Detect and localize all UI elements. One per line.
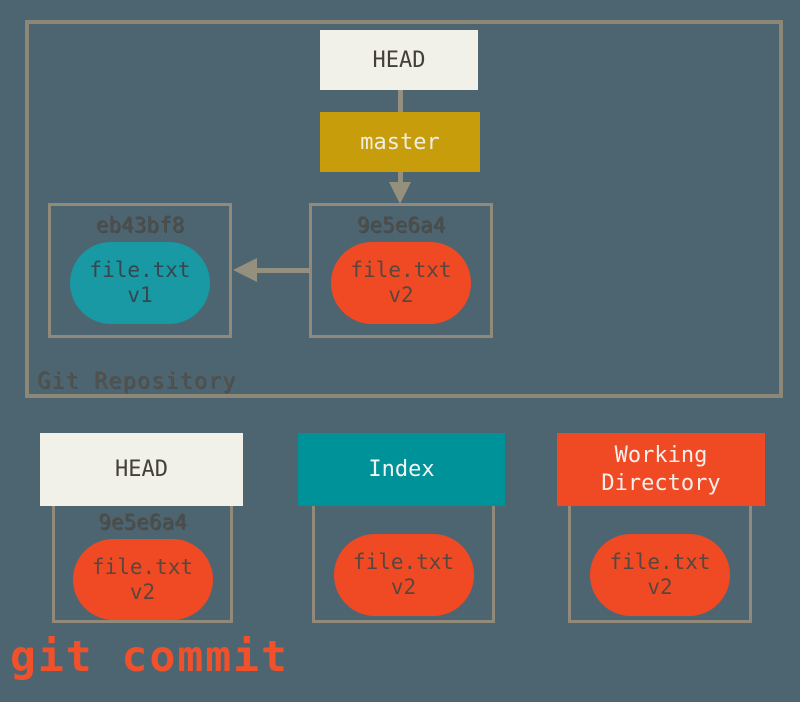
file-version: v2: [647, 575, 673, 599]
working-directory-header: Working Directory: [557, 433, 765, 506]
commit-hash: 9e5e6a4: [356, 213, 446, 237]
file-version: v2: [388, 283, 414, 307]
head-pointer-box: HEAD: [320, 30, 478, 90]
commit-hash: eb43bf8: [95, 213, 185, 237]
head-pointer-label: HEAD: [372, 47, 426, 73]
file-version: v1: [127, 283, 153, 307]
index-area-snapshot-box: file.txt v2: [312, 503, 495, 623]
commit-box-9e5e6a4: 9e5e6a4 file.txt v2: [309, 203, 493, 338]
git-repository-container: Git Repository: [25, 20, 783, 398]
file-blob-v1: file.txt v1: [70, 242, 210, 324]
file-version: v2: [390, 575, 417, 599]
index-area-header: Index: [298, 433, 505, 506]
working-directory-label: Working Directory: [601, 443, 721, 496]
commit-hash: 9e5e6a4: [98, 510, 187, 534]
git-repository-label: Git Repository: [37, 369, 237, 394]
head-area-label: HEAD: [115, 457, 168, 482]
arrow-down-icon: [389, 182, 411, 204]
file-name: file.txt: [89, 258, 191, 282]
file-blob-v2: file.txt v2: [72, 539, 213, 620]
file-blob-v2: file.txt v2: [331, 242, 471, 324]
head-area-snapshot-box: 9e5e6a4 file.txt v2: [52, 503, 233, 623]
git-command-caption: git commit: [10, 632, 289, 682]
working-directory-snapshot-box: file.txt v2: [568, 503, 752, 623]
index-area-label: Index: [368, 457, 435, 482]
head-area-header: HEAD: [40, 433, 243, 506]
arrow-left-icon: [233, 258, 257, 282]
file-blob-v2: file.txt v2: [590, 534, 730, 616]
file-name: file.txt: [609, 550, 711, 574]
master-branch-box: master: [320, 112, 480, 172]
master-branch-label: master: [360, 129, 440, 155]
file-blob-v2: file.txt v2: [333, 534, 474, 616]
connector-commit-to-parent: [254, 268, 310, 273]
file-name: file.txt: [352, 550, 455, 574]
file-name: file.txt: [350, 258, 452, 282]
connector-head-to-master: [398, 90, 403, 113]
file-name: file.txt: [91, 554, 194, 579]
commit-box-eb43bf8: eb43bf8 file.txt v1: [48, 203, 232, 338]
connector-master-to-commit: [398, 172, 403, 185]
file-version: v2: [129, 579, 156, 604]
